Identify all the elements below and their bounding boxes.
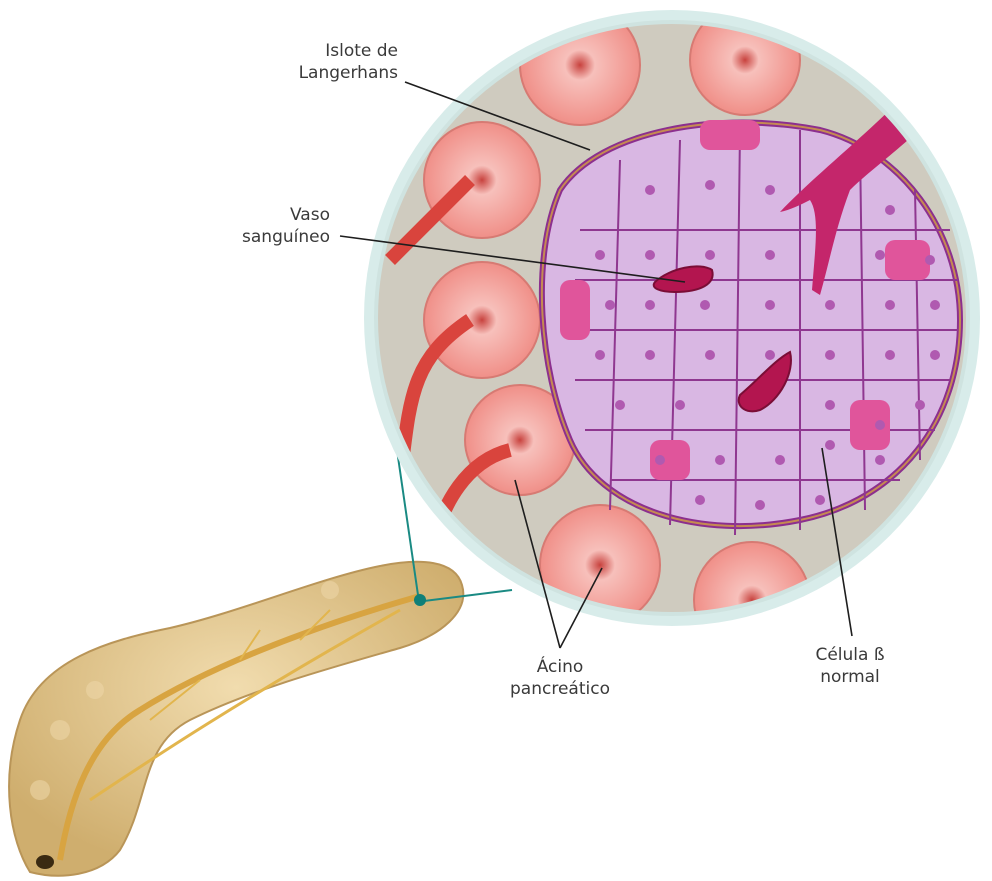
label-celula-line1: Célula ß <box>790 644 910 666</box>
label-celula: Célula ß normal <box>790 644 910 688</box>
acinus <box>424 122 540 238</box>
label-acino-line1: Ácino <box>490 656 630 678</box>
zoom-origin-dot <box>414 594 426 606</box>
label-celula-line2: normal <box>790 666 910 688</box>
pancreas-organ <box>9 562 463 876</box>
pancreatic-duct-opening <box>36 855 54 869</box>
acinus <box>424 262 540 378</box>
label-islote-line1: Islote de <box>250 40 398 62</box>
label-islote-line2: Langerhans <box>250 62 398 84</box>
label-acino-line2: pancreático <box>490 678 630 700</box>
magnified-view <box>364 5 980 658</box>
label-vaso-line2: sanguíneo <box>210 226 330 248</box>
label-vaso-line1: Vaso <box>210 204 330 226</box>
label-acino: Ácino pancreático <box>490 656 630 700</box>
label-islote: Islote de Langerhans <box>250 40 398 84</box>
label-vaso: Vaso sanguíneo <box>210 204 330 248</box>
